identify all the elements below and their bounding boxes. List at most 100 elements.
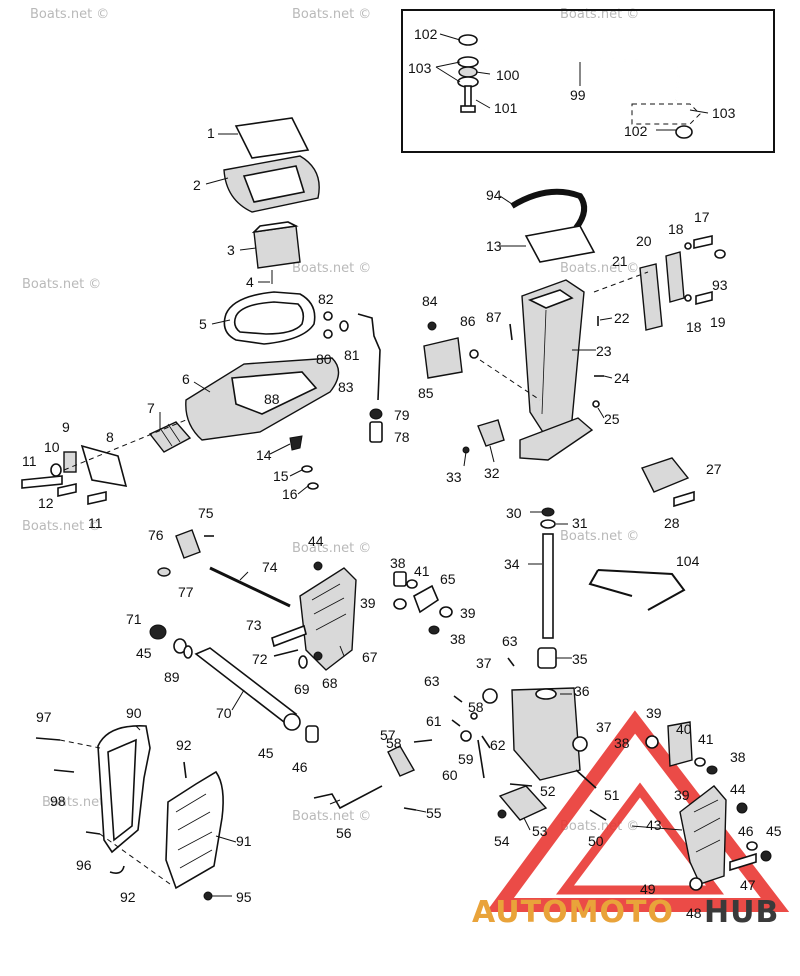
trim-rod-74: [209, 566, 291, 608]
lower-center-group: [313, 712, 607, 821]
lever-76: [175, 529, 201, 559]
gasket-1: [234, 117, 310, 159]
nut-84: [427, 321, 437, 331]
washer-41: [694, 757, 706, 767]
callout-67: 67: [362, 649, 378, 665]
bushing-79: [369, 408, 383, 420]
callout-39: 39: [674, 787, 690, 803]
bolt-11: [21, 475, 63, 489]
callout-103: 103: [408, 60, 432, 76]
bolt-101: [464, 85, 472, 109]
callout-49: 49: [640, 881, 656, 897]
clamp-53: [498, 785, 548, 821]
callout-59: 59: [458, 751, 474, 767]
callout-94: 94: [486, 187, 502, 203]
callout-58: 58: [468, 699, 484, 715]
callout-36: 36: [574, 683, 590, 699]
bushing-46: [305, 725, 319, 743]
bolt-98: [53, 769, 75, 773]
spring-62: [481, 735, 491, 749]
callout-97: 97: [36, 709, 52, 725]
callout-87: 87: [486, 309, 502, 325]
pin-51: [575, 769, 597, 789]
spring-77: [157, 567, 171, 577]
callout-9: 9: [62, 419, 70, 435]
callout-5: 5: [199, 316, 207, 332]
callout-2: 2: [193, 177, 201, 193]
tilt-lever-56: [313, 785, 383, 810]
callout-69: 69: [294, 681, 310, 697]
stern-bracket-group: [149, 529, 453, 743]
spring-50: [589, 809, 607, 821]
callout-27: 27: [706, 461, 722, 477]
washer-10: [50, 463, 62, 477]
callout-85: 85: [418, 385, 434, 401]
washer-37: [572, 736, 588, 752]
washer-15: [301, 465, 313, 473]
callout-41: 41: [698, 731, 714, 747]
callout-73: 73: [246, 617, 262, 633]
callout-35: 35: [572, 651, 588, 667]
washer-18: [684, 294, 692, 302]
tube-104: [588, 569, 686, 611]
callout-63: 63: [424, 673, 440, 689]
callout-23: 23: [596, 343, 612, 359]
nut-71: [149, 624, 167, 640]
callout-61: 61: [426, 713, 442, 729]
callout-68: 68: [322, 675, 338, 691]
callout-76: 76: [148, 527, 164, 543]
callout-13: 13: [486, 238, 502, 254]
housing-base: [519, 417, 594, 461]
callout-89: 89: [164, 669, 180, 685]
callout-95: 95: [236, 889, 252, 905]
callout-15: 15: [273, 468, 289, 484]
nut-44: [313, 561, 323, 571]
nut-30: [541, 507, 555, 517]
watermark: Boats.net ©: [560, 819, 639, 834]
washer-46: [746, 841, 758, 851]
callout-1: 1: [207, 125, 215, 141]
washer-82: [323, 311, 333, 321]
callout-75: 75: [198, 505, 214, 521]
callout-38: 38: [614, 735, 630, 751]
nut-54: [497, 809, 507, 819]
plate-65: [413, 584, 439, 614]
callout-46: 46: [738, 823, 754, 839]
bolt-39: [393, 598, 407, 610]
logo-triangle-inner: [556, 782, 724, 895]
plate-20: [665, 251, 685, 303]
bolt-39: [439, 606, 453, 618]
shift-rod-83: [357, 313, 381, 401]
callout-10: 10: [44, 439, 60, 455]
nut-44: [736, 802, 748, 814]
callout-39: 39: [646, 705, 662, 721]
callout-79: 79: [394, 407, 410, 423]
callout-21: 21: [612, 253, 628, 269]
callouts: 102 103 100 99 101 103 102 1 2 3 4 5 6 7…: [22, 26, 782, 921]
washer-18: [684, 242, 692, 250]
screw-72: [273, 649, 299, 657]
callout-18: 18: [668, 221, 684, 237]
washer-45: [283, 713, 301, 731]
callout-83: 83: [338, 379, 354, 395]
callout-22: 22: [614, 310, 630, 326]
callout-92: 92: [120, 889, 136, 905]
callout-12: 12: [38, 495, 54, 511]
washer-41: [406, 579, 418, 589]
callout-71: 71: [126, 611, 142, 627]
callout-32: 32: [484, 465, 500, 481]
screw-55: [403, 807, 417, 811]
clip-59: [460, 730, 472, 742]
bolt-19: [695, 290, 713, 306]
callout-48: 48: [686, 905, 702, 921]
callout-3: 3: [227, 242, 235, 258]
callout-14: 14: [256, 447, 272, 463]
callout-16: 16: [282, 486, 298, 502]
callout-45: 45: [136, 645, 152, 661]
callout-96: 96: [76, 857, 92, 873]
callout-103: 103: [712, 105, 736, 121]
callout-30: 30: [506, 505, 522, 521]
nut-38: [428, 625, 440, 635]
locknut-102: [675, 125, 693, 139]
